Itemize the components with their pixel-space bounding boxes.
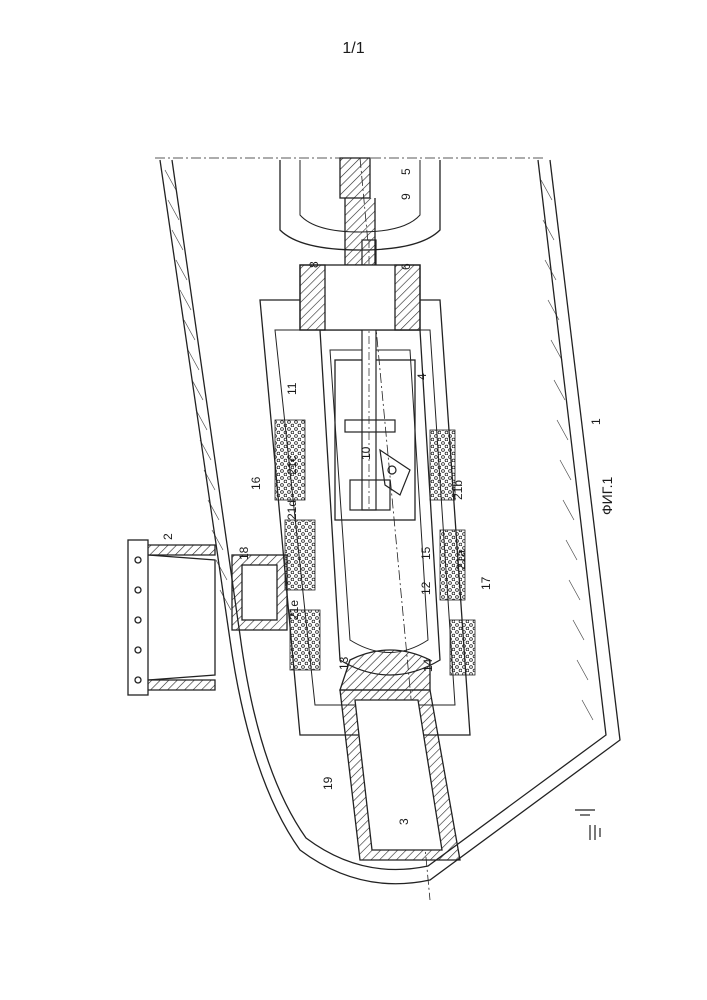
label-4: 4 xyxy=(415,373,429,380)
label-12: 12 xyxy=(419,581,433,595)
label-3: 3 xyxy=(397,818,411,825)
label-18: 18 xyxy=(237,546,251,560)
label-2: 2 xyxy=(161,533,175,540)
port-18 xyxy=(232,555,287,630)
flange-pipe xyxy=(128,540,215,695)
label-9: 9 xyxy=(399,193,413,200)
label-13: 13 xyxy=(337,656,351,670)
label-19: 19 xyxy=(321,776,335,790)
label-6: 6 xyxy=(399,263,413,270)
interrupter-chamber xyxy=(320,330,440,675)
ground-icon xyxy=(575,810,600,840)
label-10: 10 xyxy=(359,446,373,460)
label-15: 15 xyxy=(419,546,433,560)
label-16: 16 xyxy=(249,476,263,490)
label-21a: 21a xyxy=(454,550,468,570)
conductor-3 xyxy=(340,650,460,860)
label-11: 11 xyxy=(285,382,299,395)
label-17: 17 xyxy=(479,576,493,590)
label-5: 5 xyxy=(399,168,413,175)
label-14: 14 xyxy=(421,658,435,672)
label-1: 1 xyxy=(589,418,603,425)
label-21d: 21d xyxy=(285,500,299,520)
connector-top xyxy=(280,158,440,330)
label-8: 8 xyxy=(307,261,321,268)
label-21e: 21e xyxy=(287,600,301,620)
label-21c: 21c xyxy=(285,456,299,475)
figure-caption: ФИГ.1 xyxy=(599,477,615,515)
label-21b: 21b xyxy=(451,480,465,500)
